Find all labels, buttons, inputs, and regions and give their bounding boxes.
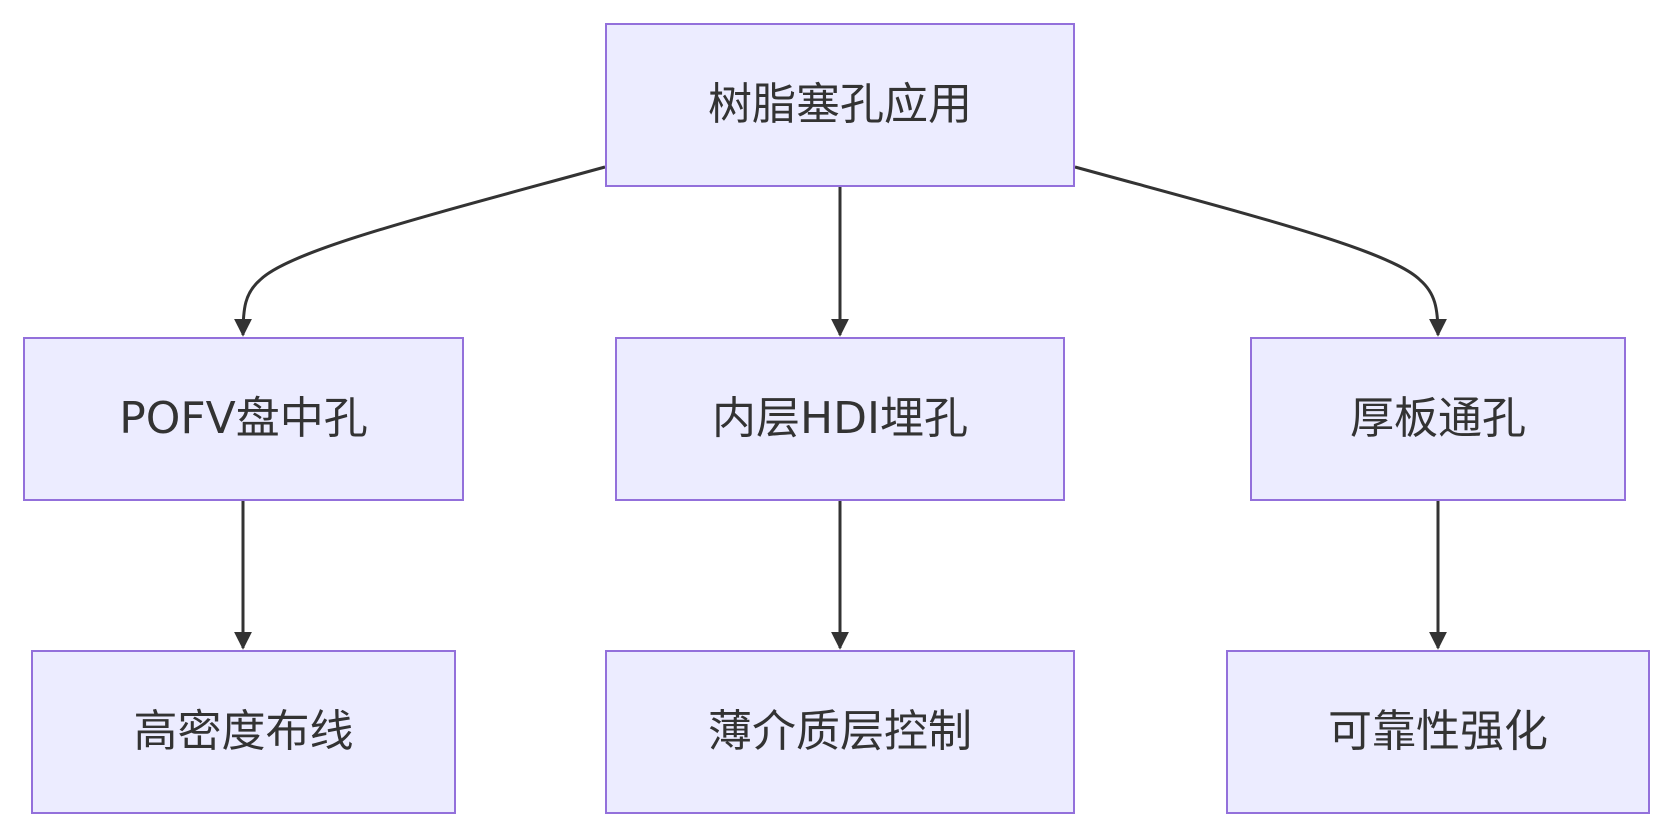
node-thin-dielectric-control: 薄介质层控制 [605, 650, 1075, 814]
node-thick-board-through-hole: 厚板通孔 [1250, 337, 1626, 501]
edge-root-to-pofv [234, 165, 606, 337]
node-pofv-via-in-pad: POFV盘中孔 [23, 337, 464, 501]
node-high-density-routing: 高密度布线 [31, 650, 456, 814]
node-label: 厚板通孔 [1350, 393, 1526, 444]
node-label: 高密度布线 [133, 706, 354, 757]
node-label: 薄介质层控制 [708, 706, 972, 757]
node-label: 可靠性强化 [1328, 706, 1548, 757]
node-inner-hdi-buried-via: 内层HDI埋孔 [615, 337, 1065, 501]
node-label: 树脂塞孔应用 [708, 79, 972, 130]
node-reliability-enhancement: 可靠性强化 [1226, 650, 1650, 814]
node-label: POFV盘中孔 [119, 393, 368, 444]
edge-root-to-thick [1074, 165, 1447, 337]
node-label: 内层HDI埋孔 [712, 393, 968, 444]
node-resin-plugging-application: 树脂塞孔应用 [605, 23, 1075, 187]
